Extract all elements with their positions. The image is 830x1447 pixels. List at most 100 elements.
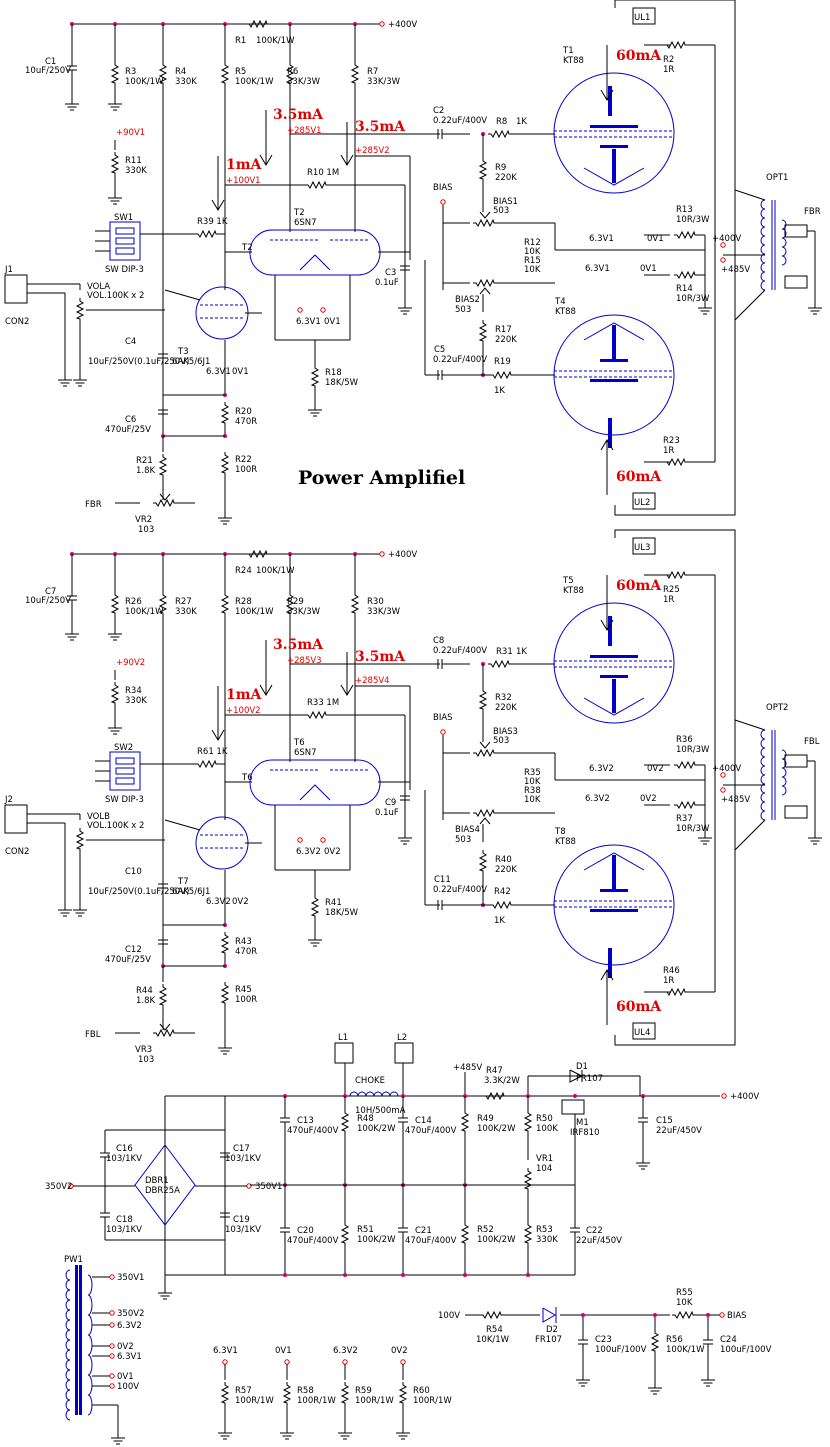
- switch-label: SW2: [114, 743, 133, 753]
- c2-label: C2: [433, 106, 444, 116]
- c3-value: 0.1uF: [375, 808, 399, 818]
- t2-label: T2: [293, 208, 305, 218]
- junction-dot: [581, 1313, 585, 1317]
- volume-value: VOL.100K x 2: [87, 821, 144, 831]
- t2-heater0: 0V2: [324, 847, 341, 857]
- r13-value: 10R/3W: [676, 745, 710, 755]
- terminal: [400, 1359, 406, 1365]
- node-90v-label: +90V2: [116, 658, 145, 668]
- r23-value: 1R: [663, 446, 674, 456]
- r19-value: 1K: [494, 916, 505, 926]
- rail-400v-label: +400V: [388, 20, 417, 30]
- choke-value: 10H/500mA: [355, 1106, 406, 1116]
- wire: [164, 819, 201, 831]
- r6-label: R29: [287, 597, 304, 607]
- tube-anode: [608, 86, 612, 116]
- r52-value: 100K/2W: [477, 1235, 516, 1245]
- ground-symbol: [107, 103, 123, 111]
- bias2-value: 503: [455, 835, 471, 845]
- m1-label: M1: [576, 1118, 589, 1128]
- resistor: [311, 894, 319, 920]
- wire: [614, 529, 736, 1046]
- choke-coil: [365, 1091, 375, 1097]
- tube-cathode: [600, 675, 628, 678]
- junction-dot: [463, 1273, 467, 1277]
- wire: [569, 1069, 584, 1083]
- m1-value: IRF810: [570, 1128, 600, 1138]
- terminal: [109, 1274, 115, 1280]
- c15-value: 22uF/450V: [656, 1126, 702, 1136]
- bias1-value: 503: [493, 736, 509, 746]
- tap-label-2: 6.3V2: [333, 1346, 358, 1356]
- r12-label: R35: [524, 768, 541, 778]
- wire: [734, 719, 766, 731]
- tube-cathode: [600, 359, 628, 362]
- r51-label: R51: [357, 1225, 374, 1235]
- pw-primary: [65, 1319, 71, 1331]
- r55-value: 10K: [676, 1298, 693, 1308]
- junction-dot: [653, 1313, 657, 1317]
- t2-heater: 6.3V1: [296, 317, 321, 327]
- current-top: 60mA: [616, 48, 662, 64]
- terminal: [440, 729, 446, 735]
- c19-label: C19: [233, 1215, 250, 1225]
- wire: [479, 211, 491, 219]
- ground-symbol: [64, 103, 80, 111]
- opt-label: OPT2: [766, 703, 788, 713]
- t-top-type: KT88: [563, 56, 584, 66]
- coil-primary: [760, 280, 766, 291]
- r9-label: R9: [495, 163, 506, 173]
- wire: [600, 439, 614, 451]
- tube-anode: [608, 616, 612, 646]
- t3-tube-envelope: [195, 286, 249, 340]
- terminal: [109, 1322, 115, 1328]
- t-top-label: T1: [562, 46, 574, 56]
- resistor: [487, 130, 513, 138]
- r15-label: R15: [524, 256, 541, 266]
- ground-symbol: [395, 1432, 411, 1440]
- l1-box: [334, 1042, 354, 1064]
- top-heater: 6.3V1: [589, 234, 614, 244]
- r4-label: R27: [175, 597, 192, 607]
- tube-plate: [590, 125, 638, 128]
- coil-primary: [760, 262, 766, 273]
- choke-coil: [381, 1091, 391, 1097]
- ground-symbol: [575, 1379, 591, 1387]
- feedback-label: FBL: [85, 1030, 101, 1040]
- c17-label: C17: [233, 1144, 250, 1154]
- volume-label: VOLB: [87, 812, 110, 822]
- pw-primary: [65, 1279, 71, 1291]
- r47-value: 3.3K/2W: [484, 1076, 520, 1086]
- t-top-label: T5: [562, 576, 574, 586]
- coil-primary: [760, 774, 766, 785]
- terminal: [109, 1383, 115, 1389]
- c19-value: 103/1KV: [225, 1225, 261, 1235]
- pw-primary: [65, 1329, 71, 1341]
- r22-label: R45: [235, 985, 252, 995]
- r20-value: 470R: [235, 417, 257, 427]
- resistor: [489, 901, 515, 909]
- r57-value: 100R/1W: [235, 1396, 274, 1406]
- ground-symbol: [697, 307, 713, 315]
- wire: [211, 729, 225, 741]
- r13-label: R36: [676, 735, 693, 745]
- r21-label: R44: [136, 986, 153, 996]
- tube-anode: [608, 948, 612, 978]
- tube-stem: [612, 855, 616, 889]
- r59-label: R59: [355, 1386, 372, 1396]
- wire: [479, 741, 491, 749]
- r9-value: 220K: [495, 703, 517, 713]
- r18-value: 18K/5W: [325, 908, 359, 918]
- terminal: [222, 1359, 228, 1365]
- opt-terminal-box: [784, 275, 808, 289]
- resistor: [487, 660, 513, 668]
- c4-value: 10uF/250V(0.1uF/250V): [88, 887, 189, 897]
- r54-value: 10K/1W: [476, 1335, 510, 1345]
- kt88-tube-envelope: [553, 72, 675, 194]
- node-285v-b: +285V4: [355, 676, 390, 686]
- r18-label: R41: [325, 898, 342, 908]
- current-bot: 60mA: [616, 999, 662, 1015]
- pw-secondary: [87, 1294, 93, 1316]
- c1-label: C1: [45, 57, 56, 67]
- wire: [340, 684, 354, 696]
